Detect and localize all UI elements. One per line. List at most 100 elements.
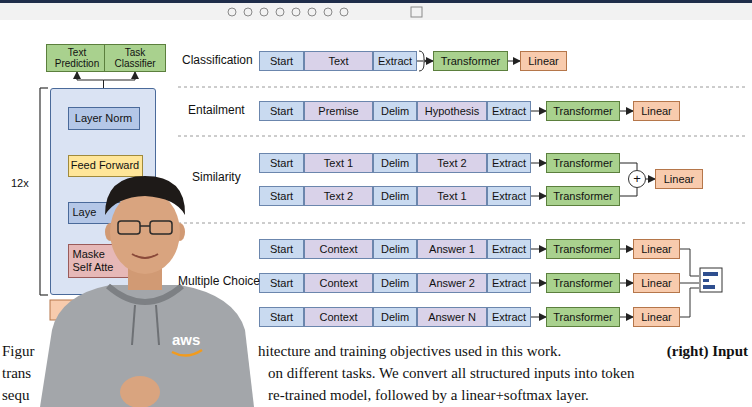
node-label: Start <box>270 277 293 290</box>
token-segment: Text <box>304 51 373 71</box>
node-label: Text Prediction <box>47 47 107 70</box>
token-segment: Delim <box>373 307 417 327</box>
extract-brace <box>419 51 428 71</box>
node-label: Linear <box>641 105 672 118</box>
token-segment: Answer 2 <box>417 273 487 293</box>
node-label: + <box>633 172 641 187</box>
node-label: Answer N <box>428 311 476 324</box>
layer-norm-box: Layer Norm <box>68 107 140 130</box>
node-label: Extract <box>492 311 526 324</box>
transformer-block: 12xLayer NormFeed ForwardLayeMaske Self … <box>50 88 156 295</box>
caption-fragment: re-trained model, followed by a linear+s… <box>268 387 589 404</box>
node-label: Text <box>328 55 348 68</box>
node-label: Linear <box>528 55 559 68</box>
node-label: Delim <box>381 105 409 118</box>
node-label: Context <box>320 311 358 324</box>
token-segment: Context <box>304 239 373 259</box>
caption-fragment: trans <box>2 365 31 382</box>
linear-box: Linear <box>633 307 680 327</box>
node-label: Maske Self Atte <box>73 248 123 273</box>
node-label: Context <box>320 277 358 290</box>
node-label: Transformer <box>553 277 613 290</box>
node-label: Start <box>270 55 293 68</box>
node-label: Extract <box>492 277 526 290</box>
process-box: Task Classifier <box>104 44 166 72</box>
node-label: Delim <box>381 277 409 290</box>
node-label: Extract <box>492 105 526 118</box>
token-segment: Delim <box>373 239 417 259</box>
token-segment: Answer 1 <box>417 239 487 259</box>
connector-arrow <box>646 179 655 180</box>
section-separator <box>178 87 745 223</box>
node-label: Transformer <box>553 243 613 256</box>
node-label: Transformer <box>553 190 613 203</box>
node-label: Start <box>270 105 293 118</box>
token-segment: Start <box>259 186 304 206</box>
toolbar <box>0 0 752 20</box>
node-label: Linear <box>664 173 695 186</box>
transformer-box: Transformer <box>546 239 620 259</box>
token-segment: Start <box>259 51 304 71</box>
caption-fragment: hitecture and training objectives used i… <box>258 343 561 360</box>
repeat-bracket <box>40 88 48 295</box>
token-segment: Extract <box>487 239 531 259</box>
token-segment: Start <box>259 307 304 327</box>
node-label: Start <box>270 157 293 170</box>
node-label: Linear <box>641 243 672 256</box>
node-label: Premise <box>318 105 358 118</box>
token-segment: Extract <box>487 153 531 173</box>
transformer-box: Transformer <box>546 186 620 206</box>
node-label: Feed Forward <box>71 159 139 172</box>
connector-arrow <box>620 317 633 318</box>
linear-box: Linear <box>655 169 703 189</box>
token-segment: Extract <box>373 51 417 71</box>
attention-box: Maske Self Atte <box>68 244 140 278</box>
token-segment: Extract <box>487 307 531 327</box>
token-segment: Text 2 <box>417 153 487 173</box>
transformer-box: Transformer <box>433 51 508 71</box>
node-label: Start <box>270 190 293 203</box>
node-label: Extract <box>378 55 412 68</box>
section-label: Similarity <box>192 170 241 184</box>
token-segment: Context <box>304 273 373 293</box>
toolbar-icons <box>228 7 422 17</box>
connector-arrow <box>531 196 546 197</box>
linear-box: Linear <box>633 101 680 121</box>
node-label: Text 1 <box>437 190 466 203</box>
token-segment: Answer N <box>417 307 487 327</box>
connector-arrow <box>620 283 633 284</box>
node-label: Context <box>320 243 358 256</box>
caption-fragment: sequ <box>2 387 30 404</box>
softmax-icon <box>700 268 722 292</box>
token-segment: Hypothesis <box>417 101 487 121</box>
connector-arrow <box>531 111 546 112</box>
add-circle: + <box>628 170 646 188</box>
node-label: Text 2 <box>324 190 353 203</box>
token-segment: Extract <box>487 186 531 206</box>
connector-arrow <box>417 61 433 62</box>
process-box: Text Prediction <box>46 44 108 72</box>
token-segment: Premise <box>304 101 373 121</box>
node-label: Layer Norm <box>75 112 132 125</box>
node-label: Extract <box>492 157 526 170</box>
node-label: Answer 2 <box>429 277 475 290</box>
node-label: Delim <box>381 190 409 203</box>
node-label: Transformer <box>553 157 613 170</box>
linear-box: Linear <box>633 273 680 293</box>
node-label: Transformer <box>553 311 613 324</box>
token-segment: Delim <box>373 273 417 293</box>
softmax-lines <box>680 249 699 317</box>
node-label: Start <box>270 243 293 256</box>
section-label: Entailment <box>188 103 245 117</box>
token-segment: Start <box>259 153 304 173</box>
connector-arrow <box>620 111 633 112</box>
node-label: Delim <box>381 311 409 324</box>
node-label: Laye <box>73 206 97 219</box>
transformer-box: Transformer <box>546 273 620 293</box>
hoodie-logo: aws <box>172 331 200 348</box>
node-label: Answer 1 <box>429 243 475 256</box>
token-segment: Start <box>259 273 304 293</box>
feed-forward-box: Feed Forward <box>68 155 143 177</box>
node-label: Linear <box>641 277 672 290</box>
connector-arrow <box>620 249 633 250</box>
